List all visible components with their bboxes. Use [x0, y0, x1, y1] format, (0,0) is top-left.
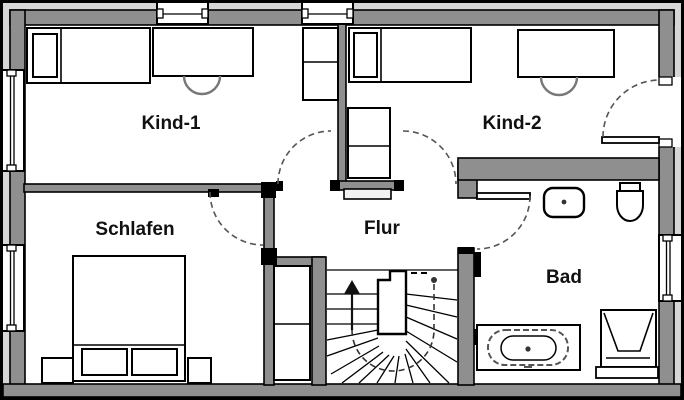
window-top-kind1 — [156, 1, 209, 25]
window-left-schlafen — [1, 244, 25, 332]
washbasin-icon — [542, 186, 586, 219]
kind2-furniture — [347, 27, 615, 179]
doors — [209, 76, 682, 250]
shower-step — [595, 366, 659, 379]
door-bad — [476, 192, 531, 250]
door-leaf — [601, 136, 660, 144]
room-label-kind2: Kind-2 — [482, 113, 541, 134]
wall-stair-west — [311, 256, 327, 386]
wall-kind1-schlafen — [23, 183, 265, 193]
staircase — [326, 269, 458, 384]
desk-icon — [152, 27, 254, 77]
chair-icon — [182, 75, 222, 96]
single-bed-icon — [26, 27, 151, 84]
schlafen-furniture — [41, 255, 212, 384]
door-swing-bad — [476, 195, 531, 250]
wall-bottom — [2, 383, 682, 398]
door-swing-kind2 — [402, 130, 457, 185]
nightstand-icon — [41, 357, 74, 384]
single-bed-icon — [348, 27, 472, 83]
wall-kind1-kind2 — [337, 23, 347, 187]
door-kind2-balcony — [601, 76, 682, 148]
wall-schlafen-east — [263, 183, 275, 386]
kind1-furniture — [26, 27, 339, 101]
wall-bad-north — [457, 157, 660, 181]
room-label-bad: Bad — [546, 267, 582, 288]
door-swing-schlafen — [209, 191, 264, 246]
interior-walls — [23, 23, 660, 386]
room-label-schlafen: Schlafen — [95, 219, 174, 240]
bad-door-leaf-closed — [474, 252, 481, 277]
window-right-bad — [658, 234, 683, 302]
stair-newel — [376, 269, 408, 336]
walk-line-start-dot — [431, 277, 437, 283]
room-label-flur: Flur — [364, 218, 400, 239]
shelf-cabinet-icon — [347, 107, 391, 179]
chair-icon — [539, 76, 579, 97]
nightstand-icon — [187, 357, 212, 384]
window-top-kind2 — [301, 1, 354, 25]
bad-fixtures — [476, 182, 659, 379]
double-bed-icon — [72, 255, 186, 382]
toilet-icon — [616, 182, 644, 222]
chimney-breast — [343, 188, 392, 200]
door-swing-kind1 — [277, 130, 332, 185]
room-labels: Kind-1 Kind-2 Schlafen Flur Bad — [95, 113, 582, 288]
up-arrow-icon — [344, 280, 360, 294]
hall-closet-icon — [273, 265, 311, 381]
bathtub-icon — [476, 324, 581, 371]
door-leaf — [476, 192, 531, 200]
wall-stair-east — [457, 247, 475, 386]
room-label-kind1: Kind-1 — [141, 113, 201, 134]
wall-right — [658, 9, 675, 387]
stair-walk-line — [344, 277, 437, 372]
wardrobe-icon — [302, 27, 339, 101]
desk-icon — [517, 29, 615, 78]
window-left-kind1 — [1, 69, 25, 172]
shower-icon — [595, 309, 659, 379]
